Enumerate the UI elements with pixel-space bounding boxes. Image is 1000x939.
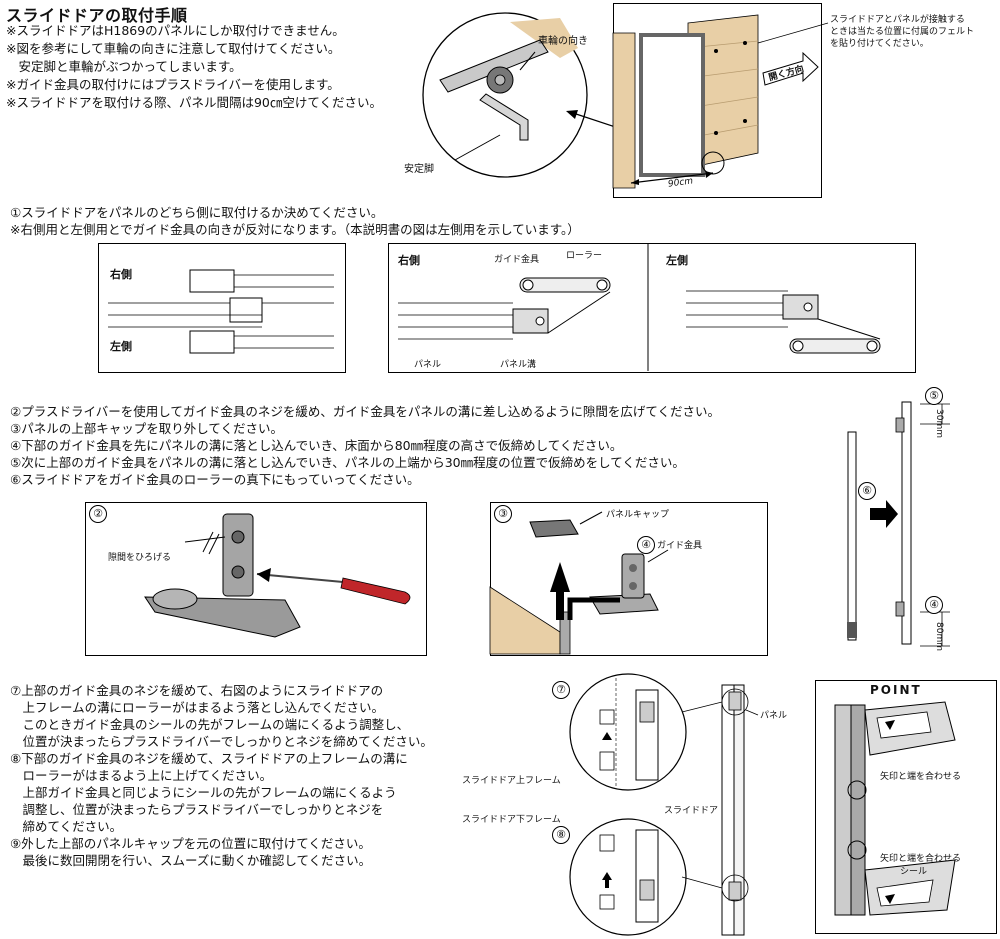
fig5-number: ⑤	[925, 387, 943, 405]
upper-frame-label: スライドドア上フレーム	[462, 773, 561, 786]
wheel-detail-figure	[422, 12, 701, 178]
fig78-panel-label: パネル	[760, 711, 788, 721]
fig2-drawing	[144, 513, 411, 638]
step4: ④下部のガイド金具を先にパネルの溝に落とし込んでいき、床面から80㎜程度の高さで…	[10, 438, 623, 453]
step9-line2: 最後に数回開閉を行い、スムーズに動くか確認してください。	[10, 853, 372, 868]
detail-left-label: 左側	[666, 254, 688, 267]
bottom-dimension: 80mm	[934, 622, 944, 651]
right-side-label: 右側	[110, 268, 132, 281]
note-3: 安定脚と車輪がぶつかってしまいます。	[6, 59, 242, 74]
felt-note: スライドドアとパネルが接触する ときは当たる位置に付属のフェルト を貼り付けてく…	[830, 15, 975, 49]
fig3-guide-label: ガイド金具	[657, 541, 703, 551]
door-panel-drawing	[612, 14, 829, 189]
step8-line5: 締めてください。	[10, 819, 123, 834]
step2: ②プラスドライバーを使用してガイド金具のネジを緩め、ガイド金具をパネルの溝に差し…	[10, 404, 720, 419]
step3: ③パネルの上部キャップを取り外してください。	[10, 421, 283, 436]
note-5: ※スライドドアを取付ける際、パネル間隔は90㎝空けてください。	[6, 95, 383, 110]
roller-label: ローラー	[566, 251, 603, 261]
step9-line1: ⑨外した上部のパネルキャップを元の位置に取付けてください。	[10, 836, 371, 851]
step8-line4: 調整し、位置が決まったらプラスドライバーでしっかりとネジを	[10, 802, 384, 817]
guide-fitting-label: ガイド金具	[494, 255, 540, 265]
fig4-number: ④	[925, 596, 943, 614]
point-title: POINT	[870, 683, 922, 697]
panel-cap-label: パネルキャップ	[606, 510, 670, 520]
point-drawing	[834, 701, 956, 916]
step8-line1: ⑧下部のガイド金具のネジを緩めて、スライドドアの上フレームの溝に	[10, 751, 408, 766]
step6: ⑥スライドドアをガイド金具のローラーの真下にもっていってください。	[10, 472, 420, 487]
fig6-number: ⑥	[858, 482, 876, 500]
step1-line2: ※右側用と左側用とでガイド金具の向きが反対になります。（本説明書の図は左側用を示…	[10, 222, 580, 237]
step7-line1: ⑦上部のガイド金具のネジを緩めて、右図のようにスライドドアの	[10, 683, 384, 698]
left-side-label: 左側	[110, 340, 132, 353]
fig56-drawing	[847, 401, 950, 647]
step7-line3: このときガイド金具のシールの先がフレームの端にくるよう調整し、	[10, 717, 410, 732]
note-2: ※図を参考にして車輪の向きに注意して取付けてください。	[6, 41, 341, 56]
step1-line1: ①スライドドアをパネルのどちら側に取付けるか決めてください。	[10, 205, 384, 220]
step1-divider	[398, 243, 881, 371]
slide-door-label: スライドドア	[664, 806, 719, 816]
panel-label: パネル	[414, 360, 442, 370]
fig7-number: ⑦	[552, 681, 570, 699]
stabilizer-label: 安定脚	[404, 164, 434, 175]
point-seal-label: シール	[900, 867, 928, 877]
lower-frame-label: スライドドア下フレーム	[462, 812, 561, 825]
orientation-lines	[108, 269, 334, 354]
point-label-2: 矢印と端を合わせる	[880, 854, 962, 864]
step8-line3: 上部ガイド金具と同じようにシールの先がフレームの端にくるよう	[10, 785, 397, 800]
panel-groove-label: パネル溝	[500, 360, 537, 370]
fig2-number: ②	[89, 505, 107, 523]
fig8-number: ⑧	[552, 826, 570, 844]
fig3-number: ③	[494, 505, 512, 523]
fig2-gap-label: 隙間をひろげる	[108, 553, 172, 563]
step7-line4: 位置が決まったらプラスドライバーでしっかりとネジを締めてください。	[10, 734, 433, 749]
fig3-drawing	[489, 511, 669, 655]
step8-line2: ローラーがはまるよう上に上げてください。	[10, 768, 273, 783]
fig78-drawing	[569, 673, 759, 936]
page-title: スライドドアの取付手順	[6, 6, 188, 25]
step5: ⑤次に上部のガイド金具をパネルの溝に落とし込んでいき、パネルの上端から30㎜程度…	[10, 455, 685, 470]
note-4: ※ガイド金具の取付けにはプラスドライバーを使用します。	[6, 77, 340, 92]
detail-right-label: 右側	[398, 254, 420, 267]
top-dimension: 30mm	[934, 409, 944, 438]
point-label-1: 矢印と端を合わせる	[880, 772, 962, 782]
note-1: ※スライドドアはH1869のパネルにしか取付けできません。	[6, 23, 345, 38]
step7-line2: 上フレームの溝にローラーがはまるよう落とし込んでください。	[10, 700, 385, 715]
fig3-number4: ④	[637, 536, 655, 554]
wheel-direction-label: 車輪の向き	[538, 36, 588, 47]
